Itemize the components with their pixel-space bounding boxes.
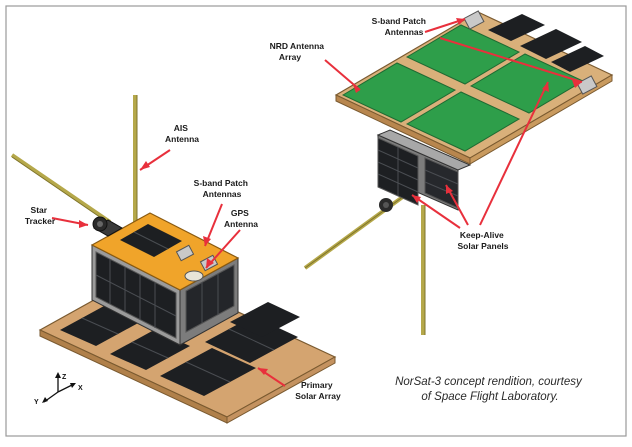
right-rod-left-edge xyxy=(304,187,416,269)
gold-top-deck xyxy=(90,212,240,291)
nrd-patch-2 xyxy=(405,24,521,85)
sband-patch-top-1 xyxy=(463,10,485,30)
figure-caption: NorSat-3 concept rendition, courtesy of … xyxy=(395,376,585,403)
label-sband-left: S-band Patch Antennas xyxy=(194,178,251,199)
axes-arrowheads xyxy=(42,372,76,403)
plate-solar-strip-3 xyxy=(551,46,604,72)
sband-patch-left-1 xyxy=(175,244,195,262)
right-body-top xyxy=(376,129,472,171)
label-keep-alive: Keep-Alive Solar Panels xyxy=(457,230,508,251)
ais-rod-diagonal xyxy=(10,153,112,224)
label-gps-antenna: GPS Antenna xyxy=(224,208,258,229)
label-star-tracker: Star Tracker xyxy=(25,205,56,226)
callout-arrowheads xyxy=(79,18,582,375)
label-nrd-antenna: NRD Antenna Array xyxy=(270,41,327,62)
sband-patch-top-2 xyxy=(576,75,598,95)
primary-cell-5 xyxy=(230,302,300,337)
right-satellite xyxy=(303,10,614,335)
axis-z-label: Z xyxy=(62,374,67,381)
left-satellite xyxy=(10,95,337,424)
left-star-tracker xyxy=(92,216,124,237)
label-primary-array: Primary Solar Array xyxy=(295,380,341,401)
plate-solar-strip-1 xyxy=(488,14,545,41)
gps-antenna-patch xyxy=(184,270,204,282)
plate-solar-strip-2 xyxy=(520,29,582,59)
nrd-plate-edge-right xyxy=(469,74,613,165)
nrd-patch-3 xyxy=(405,91,521,152)
left-body-side-panels xyxy=(185,264,235,333)
label-sband-top: S-band Patch Antennas xyxy=(372,16,429,37)
axis-y-label: Y xyxy=(34,399,39,406)
axis-x-label: X xyxy=(78,385,83,392)
label-ais-antenna: AIS Antenna xyxy=(165,123,199,144)
nrd-patch-1 xyxy=(341,62,457,123)
primary-array-edge-right xyxy=(226,356,336,424)
